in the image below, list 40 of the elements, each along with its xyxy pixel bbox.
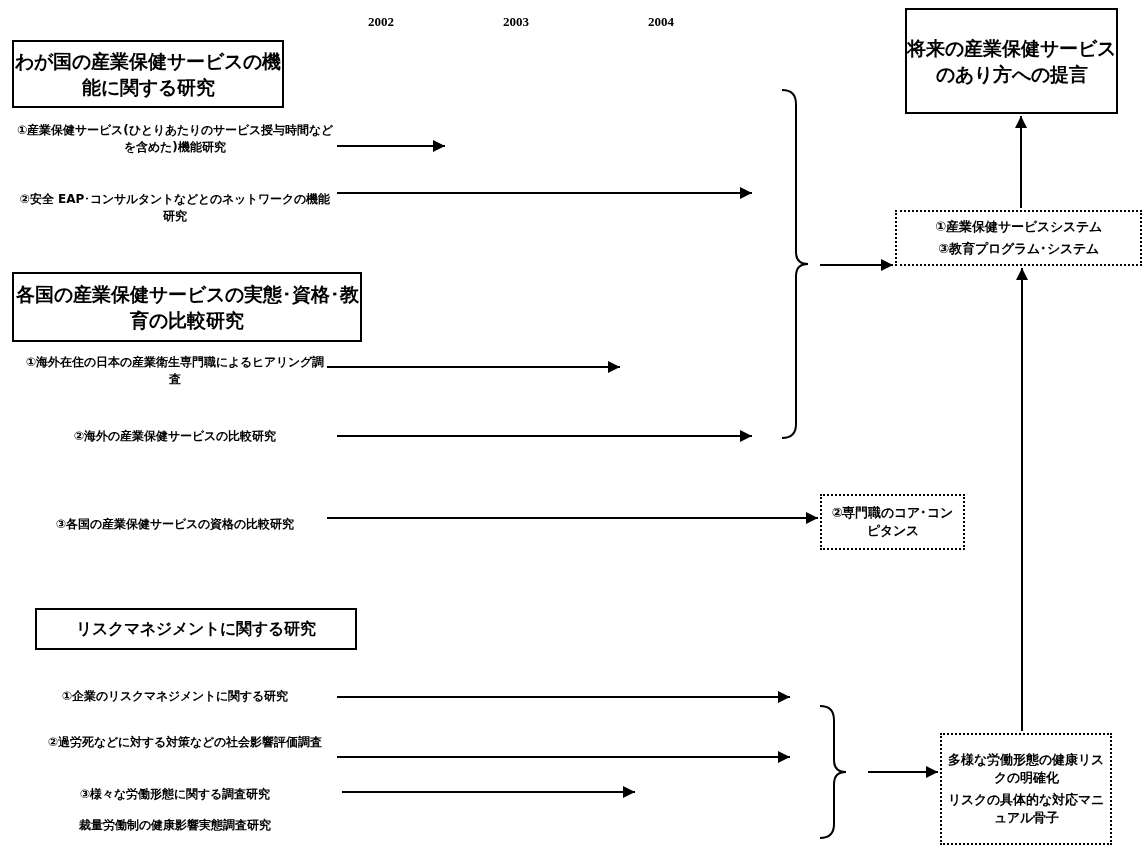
task-text: ①産業保健サービス(ひとりあたりのサービス授与時間などを含めた)機能研究 bbox=[16, 122, 334, 156]
heading-text: リスクマネジメントに関する研究 bbox=[75, 618, 317, 640]
outcome-box bbox=[820, 494, 965, 550]
heading-text: 各国の産業保健サービスの実態･資格･教育の比較研究 bbox=[14, 282, 360, 333]
arrow bbox=[341, 786, 636, 798]
arrow bbox=[1015, 115, 1027, 209]
heading-box bbox=[12, 40, 284, 108]
year-label: 2002 bbox=[368, 14, 394, 30]
box-text: ③教育プログラム･システム bbox=[937, 240, 1100, 258]
sub-task-text: 裁量労働制の健康影響実態調査研究 bbox=[78, 817, 272, 834]
box-text: ①産業保健サービスシステム bbox=[934, 218, 1103, 236]
year-label: 2004 bbox=[648, 14, 674, 30]
outcome-box bbox=[940, 733, 1112, 845]
task-text: ①海外在住の日本の産業衛生専門職によるヒアリング調査 bbox=[25, 354, 325, 388]
arrow bbox=[336, 140, 446, 152]
task-text: ②海外の産業保健サービスの比較研究 bbox=[72, 427, 278, 445]
task-text: ①企業のリスクマネジメントに関する研究 bbox=[60, 687, 290, 705]
arrow bbox=[819, 259, 894, 271]
year-label: 2003 bbox=[503, 14, 529, 30]
task-text: ②安全 EAP･コンサルタントなどとのネットワークの機能研究 bbox=[18, 191, 332, 225]
heading-box bbox=[35, 608, 357, 650]
task-text: ③各国の産業保健サービスの資格の比較研究 bbox=[54, 515, 296, 533]
proposal-box bbox=[905, 8, 1118, 114]
heading-box bbox=[12, 272, 362, 342]
box-text: ②専門職のコア･コンピタンス bbox=[830, 504, 955, 540]
outcome-box bbox=[895, 210, 1142, 266]
arrow bbox=[326, 361, 621, 373]
box-text: 将来の産業保健サービスのあり方への提言 bbox=[907, 36, 1116, 87]
box-text: リスクの具体的な対応マニュアル骨子 bbox=[947, 791, 1105, 827]
arrow bbox=[1016, 267, 1028, 732]
arrow bbox=[336, 430, 753, 442]
arrow bbox=[336, 751, 791, 763]
arrow bbox=[326, 512, 819, 524]
box-text: 多様な労働形態の健康リスクの明確化 bbox=[947, 751, 1105, 787]
task-text: ②過労死などに対する対策などの社会影響評価調査 bbox=[46, 733, 324, 751]
arrow bbox=[867, 766, 939, 778]
arrow bbox=[336, 187, 753, 199]
heading-text: わが国の産業保健サービスの機能に関する研究 bbox=[14, 49, 282, 100]
arrow bbox=[336, 691, 791, 703]
task-text: ③様々な労働形態に関する調査研究 bbox=[78, 786, 272, 803]
